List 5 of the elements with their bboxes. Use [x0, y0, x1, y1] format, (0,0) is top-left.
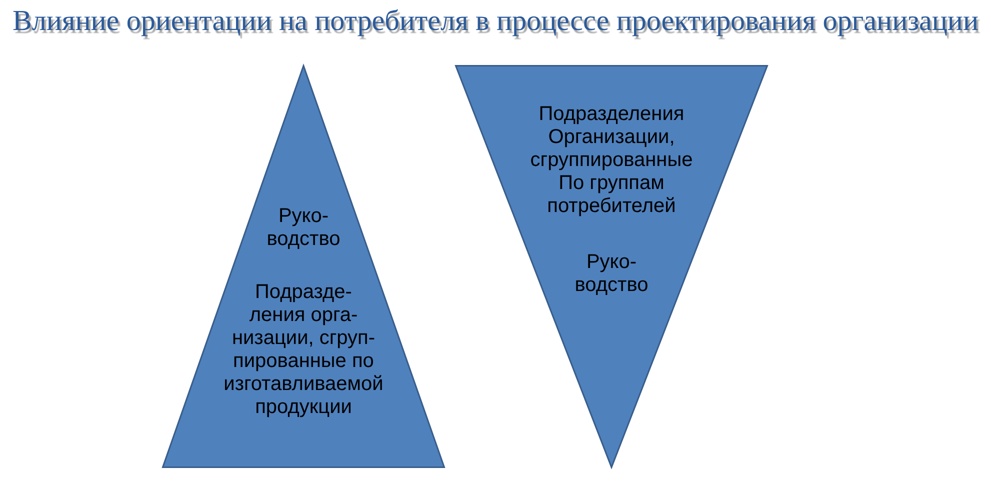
diagram-title: Влияние ориентации на потребителя в процессе проектирования организации	[12, 4, 978, 39]
node-label: Подразделения Организации, сгруппированные По группам потребителей	[530, 103, 693, 218]
node-label: Руко- водство	[574, 251, 648, 297]
node-label: Руко- водство	[266, 205, 340, 251]
node-label: Подразде- ления орга- низации, сгруп- пированные по изготавливаемой продукции	[224, 281, 384, 419]
